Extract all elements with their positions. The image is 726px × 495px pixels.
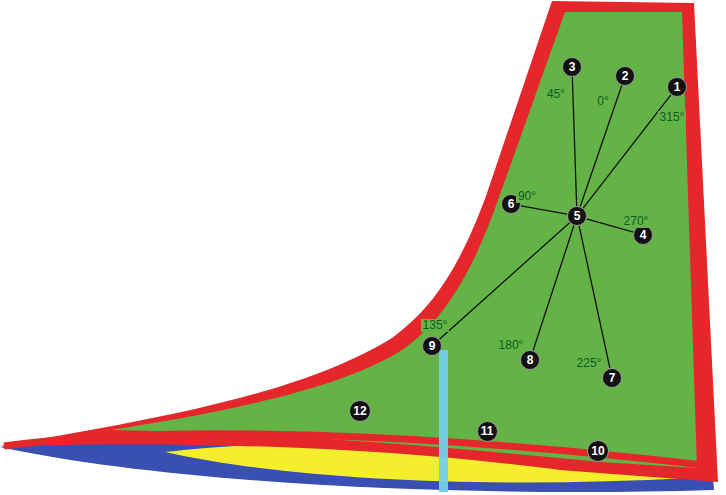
angle-label: 180°: [497, 339, 526, 352]
fuselage-stripe: [4, 434, 712, 466]
fin-border: [0, 1, 718, 482]
callout-number: 1: [667, 77, 687, 97]
callout-number: 2: [615, 66, 635, 86]
angle-line: [580, 85, 622, 206]
callout-text: 1: [674, 81, 681, 93]
callout-text: 11: [481, 425, 494, 437]
callout-text: 2: [622, 70, 629, 82]
angle-label: 135°: [421, 319, 450, 332]
callout-text: 6: [508, 198, 515, 210]
callout-number: 10: [587, 440, 609, 462]
callout-text: 5: [574, 210, 581, 222]
callout-text: 10: [591, 445, 604, 457]
blue-line: [439, 350, 448, 492]
angle-line: [572, 77, 576, 206]
callout-number: 3: [562, 57, 582, 77]
callout-number: 12: [349, 400, 371, 422]
callout-number: 7: [602, 368, 622, 388]
callout-text: 8: [527, 354, 534, 366]
angle-line: [521, 206, 567, 214]
callout-text: 3: [569, 61, 576, 73]
angle-label: 225°: [575, 357, 604, 370]
angle-label: 0°: [595, 95, 610, 108]
callout-text: 4: [640, 229, 647, 241]
fin-surface: [110, 12, 697, 468]
angle-label: 270°: [622, 215, 651, 228]
angle-line: [439, 223, 569, 340]
angle-line: [533, 226, 574, 351]
callout-text: 9: [429, 340, 436, 352]
angle-label: 45°: [545, 88, 567, 101]
callout-text: 12: [353, 405, 366, 417]
callout-number: 8: [520, 350, 540, 370]
callout-text: 7: [609, 372, 616, 384]
angle-label: 90°: [516, 190, 538, 203]
callout-number: 11: [477, 421, 498, 442]
callout-number: 9: [422, 336, 442, 356]
callout-number: 5: [567, 206, 587, 226]
angle-label: 315°: [658, 111, 687, 124]
angle-line: [579, 226, 610, 368]
callout-number: 4: [633, 225, 653, 245]
